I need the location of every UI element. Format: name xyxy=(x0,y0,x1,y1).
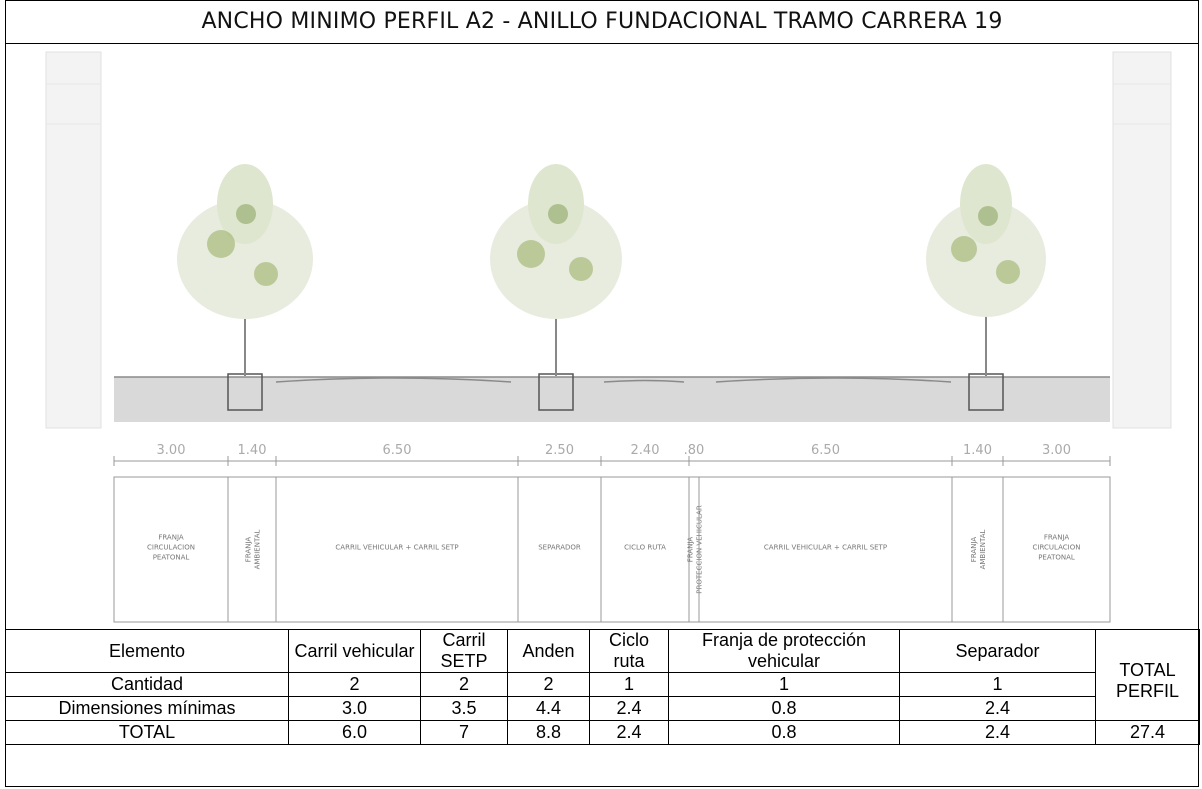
header-total-perfil: TOTAL PERFIL xyxy=(1095,629,1200,721)
table-cell: 0.8 xyxy=(668,696,900,721)
page-title: ANCHO MINIMO PERFIL A2 - ANILLO FUNDACIO… xyxy=(6,1,1198,44)
table-cell: 6.0 xyxy=(288,720,421,745)
dimension-label: 6.50 xyxy=(811,443,840,458)
table-cell: 4.4 xyxy=(507,696,590,721)
tree-left xyxy=(177,164,313,376)
table-row: Dimensiones mínimas 3.0 3.5 4.4 2.4 0.8 … xyxy=(5,696,1200,721)
dimension-label: 3.00 xyxy=(1042,443,1071,458)
table-cell: 2.4 xyxy=(589,720,669,745)
table-cell: 2.4 xyxy=(899,696,1096,721)
zone-label: SEPARADOR xyxy=(538,544,581,552)
header-anden: Anden xyxy=(507,629,590,673)
table-cell: 2.4 xyxy=(899,720,1096,745)
table-row: Cantidad 2 2 2 1 1 1 xyxy=(5,672,1200,697)
table-row: TOTAL 6.0 7 8.8 2.4 0.8 2.4 27.4 xyxy=(5,720,1200,745)
zone-label: CICLO RUTA xyxy=(624,544,666,552)
dimension-label: 1.40 xyxy=(238,443,267,458)
dimension-label: 1.40 xyxy=(963,443,992,458)
tree-center xyxy=(490,164,622,376)
header-ciclo-ruta: Ciclo ruta xyxy=(589,629,669,673)
dimension-label: .80 xyxy=(684,443,705,458)
zone-box xyxy=(1002,476,1111,623)
row-label: Cantidad xyxy=(5,672,289,697)
summary-table: Elemento Carril vehicular Carril SETP An… xyxy=(5,629,1200,745)
table-cell: 2 xyxy=(288,672,421,697)
tree-right xyxy=(926,164,1046,376)
table-cell: 3.5 xyxy=(420,696,508,721)
table-cell: 2.4 xyxy=(589,696,669,721)
dimension-label: 2.50 xyxy=(545,443,574,458)
total-perfil-value: 27.4 xyxy=(1095,720,1200,745)
building-right xyxy=(1112,51,1172,429)
building-left xyxy=(45,51,102,429)
table-cell: 1 xyxy=(899,672,1096,697)
header-separador: Separador xyxy=(899,629,1096,673)
table-cell: 2 xyxy=(420,672,508,697)
row-label: TOTAL xyxy=(5,720,289,745)
table-cell: 2 xyxy=(507,672,590,697)
ground-section xyxy=(114,377,1110,422)
dimension-label: 6.50 xyxy=(383,443,412,458)
row-label: Dimensiones mínimas xyxy=(5,696,289,721)
table-cell: 0.8 xyxy=(668,720,900,745)
zone-label: CARRIL VEHICULAR + CARRIL SETP xyxy=(335,544,458,552)
table-cell: 7 xyxy=(420,720,508,745)
table-cell: 8.8 xyxy=(507,720,590,745)
zone-label: FRANJAAMBIENTAL xyxy=(245,530,262,570)
zone-label: FRANJAAMBIENTAL xyxy=(970,530,987,570)
zone-label: CARRIL VEHICULAR + CARRIL SETP xyxy=(764,544,887,552)
document-frame: ANCHO MINIMO PERFIL A2 - ANILLO FUNDACIO… xyxy=(5,0,1200,787)
header-carril-setp: Carril SETP xyxy=(420,629,508,673)
dimension-label: 2.40 xyxy=(631,443,660,458)
dimension-label: 3.00 xyxy=(157,443,186,458)
table-cell: 3.0 xyxy=(288,696,421,721)
header-elemento: Elemento xyxy=(5,629,289,673)
table-cell: 1 xyxy=(589,672,669,697)
street-cross-section: 3.00 1.40 6.50 2.50 2.40 .80 6.50 1.40 3.00 FRAN… xyxy=(45,51,1172,623)
table-cell: 1 xyxy=(668,672,900,697)
header-franja: Franja de protección vehicular xyxy=(668,629,900,673)
header-carril-vehicular: Carril vehicular xyxy=(288,629,421,673)
